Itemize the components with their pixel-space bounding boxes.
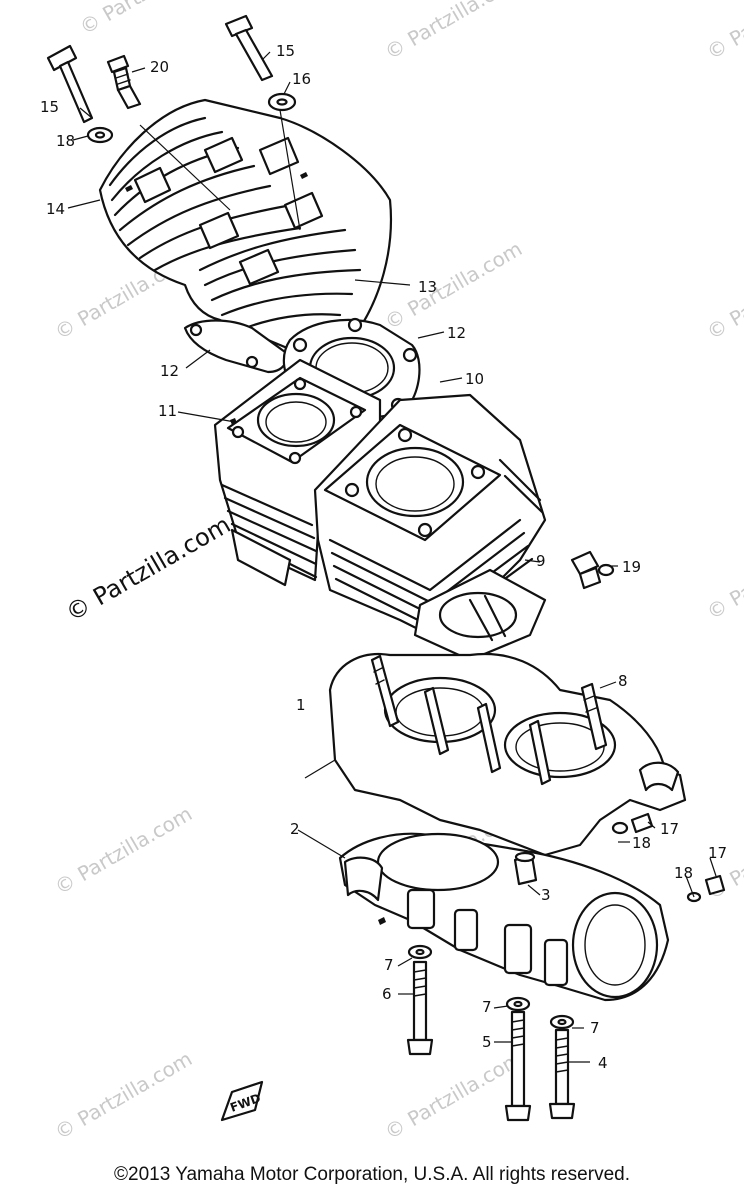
watermark: © Partzilla.com <box>703 526 744 624</box>
watermark: © Partzilla.com <box>381 236 527 334</box>
callout-3: 3 <box>541 886 551 904</box>
watermark: © Partzilla.com <box>381 1046 527 1144</box>
callout-9: 9 <box>536 552 546 570</box>
callout-18: 18 <box>56 132 75 150</box>
cylinder-head <box>98 98 393 352</box>
watermark: © Partzilla.com <box>51 1046 197 1144</box>
fitting-19 <box>570 550 615 590</box>
crankcase-upper <box>328 652 687 857</box>
bolt-4 <box>548 1028 576 1120</box>
washer-18-left <box>86 126 114 144</box>
washer-7-right <box>549 1014 575 1030</box>
fitting-20 <box>106 54 142 110</box>
cylinder-block <box>213 358 547 642</box>
bolt-6 <box>406 960 434 1056</box>
callout-15: 15 <box>276 42 295 60</box>
callout-1: 1 <box>296 696 306 714</box>
bolt-17-upper <box>611 812 654 835</box>
watermark: © Partzilla.com <box>51 801 197 899</box>
callout-6: 6 <box>382 985 392 1003</box>
bolt-17-lower <box>686 874 726 903</box>
washer-7-middle <box>505 996 531 1012</box>
callout-8: 8 <box>618 672 628 690</box>
callout-labels: 1 2 3 4 5 6 7 7 7 8 9 10 11 12 12 13 14 … <box>40 42 727 1072</box>
callout-4: 4 <box>598 1054 608 1072</box>
fwd-arrow-icon: FWD <box>220 1080 264 1122</box>
watermark: © Partzilla.com <box>381 0 527 64</box>
bolt-5 <box>504 1010 532 1122</box>
callout-18: 18 <box>674 864 693 882</box>
bolt-15-right <box>224 14 274 82</box>
callout-19: 19 <box>622 558 641 576</box>
callout-12: 12 <box>160 362 179 380</box>
callout-16: 16 <box>292 70 311 88</box>
leader-lines <box>67 51 717 1063</box>
watermark: © Partzilla.com <box>703 246 744 344</box>
callout-11: 11 <box>158 402 177 420</box>
callout-17: 17 <box>660 820 679 838</box>
callout-5: 5 <box>482 1033 492 1051</box>
copyright-notice: ©2013 Yamaha Motor Corporation, U.S.A. A… <box>114 1164 630 1185</box>
watermark-primary: © Partzilla.com <box>61 510 235 627</box>
watermark: © Partzilla.com <box>76 0 222 39</box>
callout-20: 20 <box>150 58 169 76</box>
watermark: © Partzilla.com <box>703 0 744 64</box>
callout-18: 18 <box>632 834 651 852</box>
callout-2: 2 <box>290 820 300 838</box>
washer-16-right <box>267 92 297 112</box>
callout-13: 13 <box>418 278 437 296</box>
callout-17: 17 <box>708 844 727 862</box>
washer-7-left <box>407 944 433 960</box>
callout-15: 15 <box>40 98 59 116</box>
callout-7: 7 <box>482 998 492 1016</box>
callout-14: 14 <box>46 200 65 218</box>
callout-7: 7 <box>384 956 394 974</box>
callout-10: 10 <box>465 370 484 388</box>
base-gasket <box>413 568 547 662</box>
callout-7: 7 <box>590 1019 600 1037</box>
callout-12: 12 <box>447 324 466 342</box>
crankcase-lower <box>338 832 670 1002</box>
